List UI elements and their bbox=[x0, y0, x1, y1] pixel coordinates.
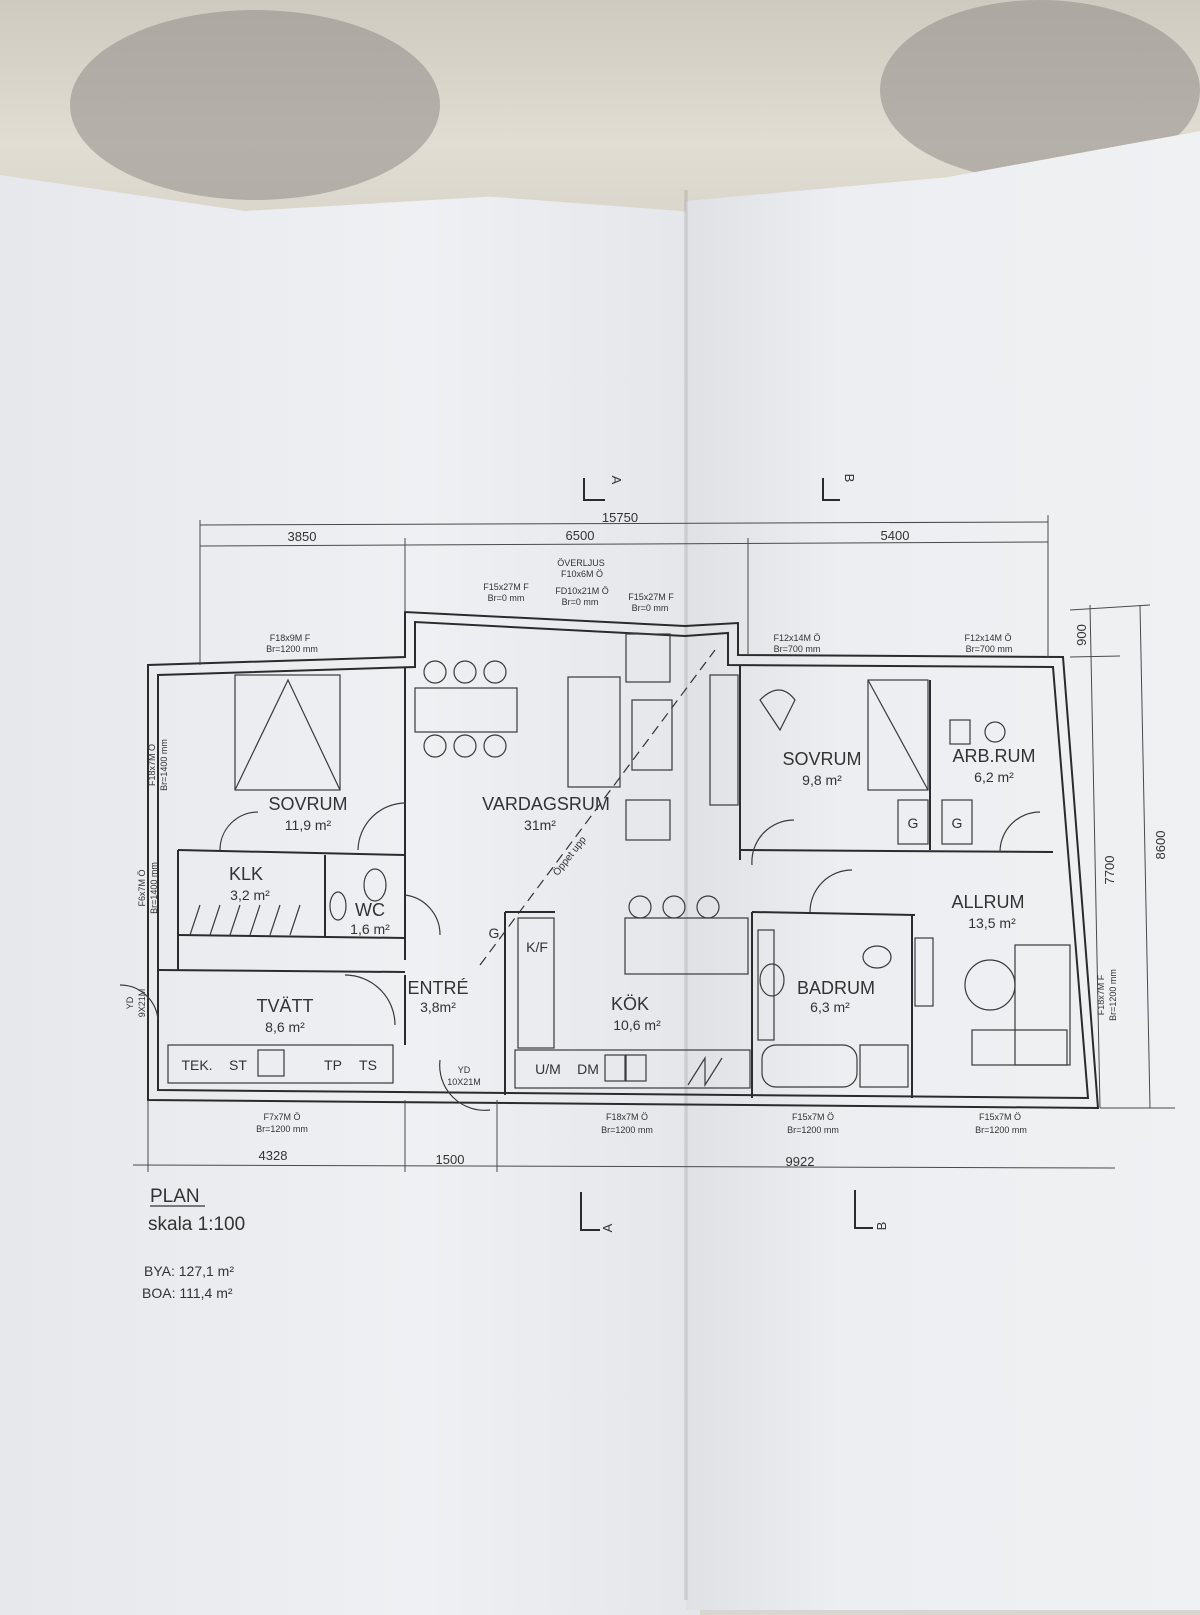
fixture-g-2: G bbox=[952, 815, 963, 831]
window-code: F12x14M Ö bbox=[964, 633, 1011, 643]
room-name-kok: KÖK bbox=[611, 994, 649, 1014]
window-br: Br=1200 mm bbox=[787, 1125, 839, 1135]
dim-total-width: 15750 bbox=[602, 510, 638, 525]
fabric-pattern-blob bbox=[70, 10, 440, 200]
window-code: F12x14M Ö bbox=[773, 633, 820, 643]
window-br: Br=1400 mm bbox=[159, 739, 169, 791]
room-area-entre: 3,8m² bbox=[420, 999, 456, 1015]
room-area-allrum: 13,5 m² bbox=[968, 915, 1016, 931]
interior-walls bbox=[157, 665, 1054, 1098]
window-code: F15x7M Ö bbox=[979, 1112, 1021, 1122]
room-area-arbrum: 6,2 m² bbox=[974, 769, 1014, 785]
window-code: F7x7M Ö bbox=[263, 1112, 300, 1122]
dim-top-mid: 6500 bbox=[566, 528, 595, 543]
plan-boa: BOA: 111,4 m² bbox=[142, 1285, 233, 1301]
section-mark-b-top: B bbox=[842, 474, 857, 483]
dim-right-top: 900 bbox=[1074, 624, 1089, 646]
door-sub: 10X21M bbox=[447, 1077, 481, 1087]
window-code: F18x7M F bbox=[1096, 974, 1106, 1015]
room-area-badrum: 6,3 m² bbox=[810, 999, 850, 1015]
paper-left-page bbox=[0, 175, 700, 1615]
fixture-um: U/M bbox=[535, 1061, 561, 1077]
section-mark-b-bottom: B bbox=[874, 1222, 889, 1231]
window-code: FD10x21M Ö bbox=[555, 586, 609, 596]
room-area-kok: 10,6 m² bbox=[613, 1017, 661, 1033]
fixture-dm: DM bbox=[577, 1061, 599, 1077]
window-br: Br=1200 mm bbox=[266, 644, 318, 654]
room-name-tvatt: TVÄTT bbox=[257, 996, 314, 1016]
window-sub: F10x6M Ö bbox=[561, 569, 603, 579]
paper-fold bbox=[684, 190, 688, 1600]
window-code: F6x7M Ö bbox=[137, 869, 147, 906]
plan-scale: skala 1:100 bbox=[148, 1214, 245, 1235]
dimension-lines bbox=[132, 515, 1175, 1172]
window-br: Br=1400 mm bbox=[149, 862, 159, 914]
window-br: Br=1200 mm bbox=[1108, 969, 1118, 1021]
window-br: Br=0 mm bbox=[632, 603, 669, 613]
room-name-badrum: BADRUM bbox=[797, 978, 875, 998]
window-code: ÖVERLJUS bbox=[557, 558, 605, 568]
fixture-kf: K/F bbox=[526, 939, 548, 955]
room-name-wc: WC bbox=[355, 900, 385, 920]
section-mark-a-bottom: A bbox=[600, 1223, 615, 1232]
section-markers bbox=[580, 478, 873, 1231]
room-area-wc: 1,6 m² bbox=[350, 921, 390, 937]
open-above-label: Öppet upp bbox=[551, 834, 589, 879]
window-br: Br=0 mm bbox=[562, 597, 599, 607]
dim-bottom-left: 4328 bbox=[259, 1148, 288, 1163]
outer-walls bbox=[147, 610, 1100, 1110]
fixture-g-entre: G bbox=[489, 925, 500, 941]
plan-title: PLAN bbox=[150, 1186, 200, 1207]
room-area-vardagsrum: 31m² bbox=[524, 817, 556, 833]
window-code: F15x27M F bbox=[483, 582, 529, 592]
window-br: Br=1200 mm bbox=[601, 1125, 653, 1135]
room-name-sovrum-2: SOVRUM bbox=[782, 749, 861, 769]
door-sub: 9X21M bbox=[137, 989, 147, 1018]
dim-right-total: 8600 bbox=[1153, 831, 1168, 860]
window-br: Br=700 mm bbox=[774, 644, 821, 654]
room-name-arbrum: ARB.RUM bbox=[952, 746, 1035, 766]
room-name-allrum: ALLRUM bbox=[951, 892, 1024, 912]
window-code: F15x7M Ö bbox=[792, 1112, 834, 1122]
door-code: YD bbox=[125, 996, 135, 1009]
room-area-klk: 3,2 m² bbox=[230, 887, 270, 903]
room-area-sovrum-2: 9,8 m² bbox=[802, 772, 842, 788]
window-br: Br=1200 mm bbox=[975, 1125, 1027, 1135]
door-code: YD bbox=[458, 1065, 471, 1075]
room-name-klk: KLK bbox=[229, 864, 263, 884]
dim-top-left: 3850 bbox=[288, 529, 317, 544]
room-area-sovrum-1: 11,9 m² bbox=[285, 817, 332, 833]
room-name-vardagsrum: VARDAGSRUM bbox=[482, 794, 610, 814]
dim-right-mid: 7700 bbox=[1102, 856, 1117, 885]
fixture-tek: TEK. bbox=[181, 1057, 212, 1073]
window-code: F18x9M F bbox=[270, 633, 311, 643]
dim-top-right: 5400 bbox=[881, 528, 910, 543]
fixture-tp: TP bbox=[324, 1057, 342, 1073]
dim-bottom-mid: 1500 bbox=[436, 1152, 465, 1167]
window-br: Br=1200 mm bbox=[256, 1124, 308, 1134]
room-name-sovrum-1: SOVRUM bbox=[268, 794, 347, 814]
dim-bottom-right: 9922 bbox=[786, 1154, 815, 1169]
room-name-entre: ENTRÉ bbox=[407, 978, 468, 998]
fixture-st: ST bbox=[229, 1057, 247, 1073]
window-code: F18x7M Ö bbox=[606, 1112, 648, 1122]
paper-right-page bbox=[686, 130, 1200, 1610]
section-mark-a-top: A bbox=[609, 476, 624, 485]
fixture-g-1: G bbox=[908, 815, 919, 831]
room-area-tvatt: 8,6 m² bbox=[265, 1019, 305, 1035]
open-above-diagonal bbox=[479, 649, 716, 966]
fixture-ts: TS bbox=[359, 1057, 377, 1073]
window-code: F15x27M F bbox=[628, 592, 674, 602]
tablecloth-background bbox=[0, 0, 1200, 240]
window-br: Br=0 mm bbox=[488, 593, 525, 603]
window-code: F18x7M Ö bbox=[147, 744, 157, 786]
plan-bya: BYA: 127,1 m² bbox=[144, 1263, 234, 1279]
window-br: Br=700 mm bbox=[966, 644, 1013, 654]
furniture bbox=[119, 633, 1071, 1111]
